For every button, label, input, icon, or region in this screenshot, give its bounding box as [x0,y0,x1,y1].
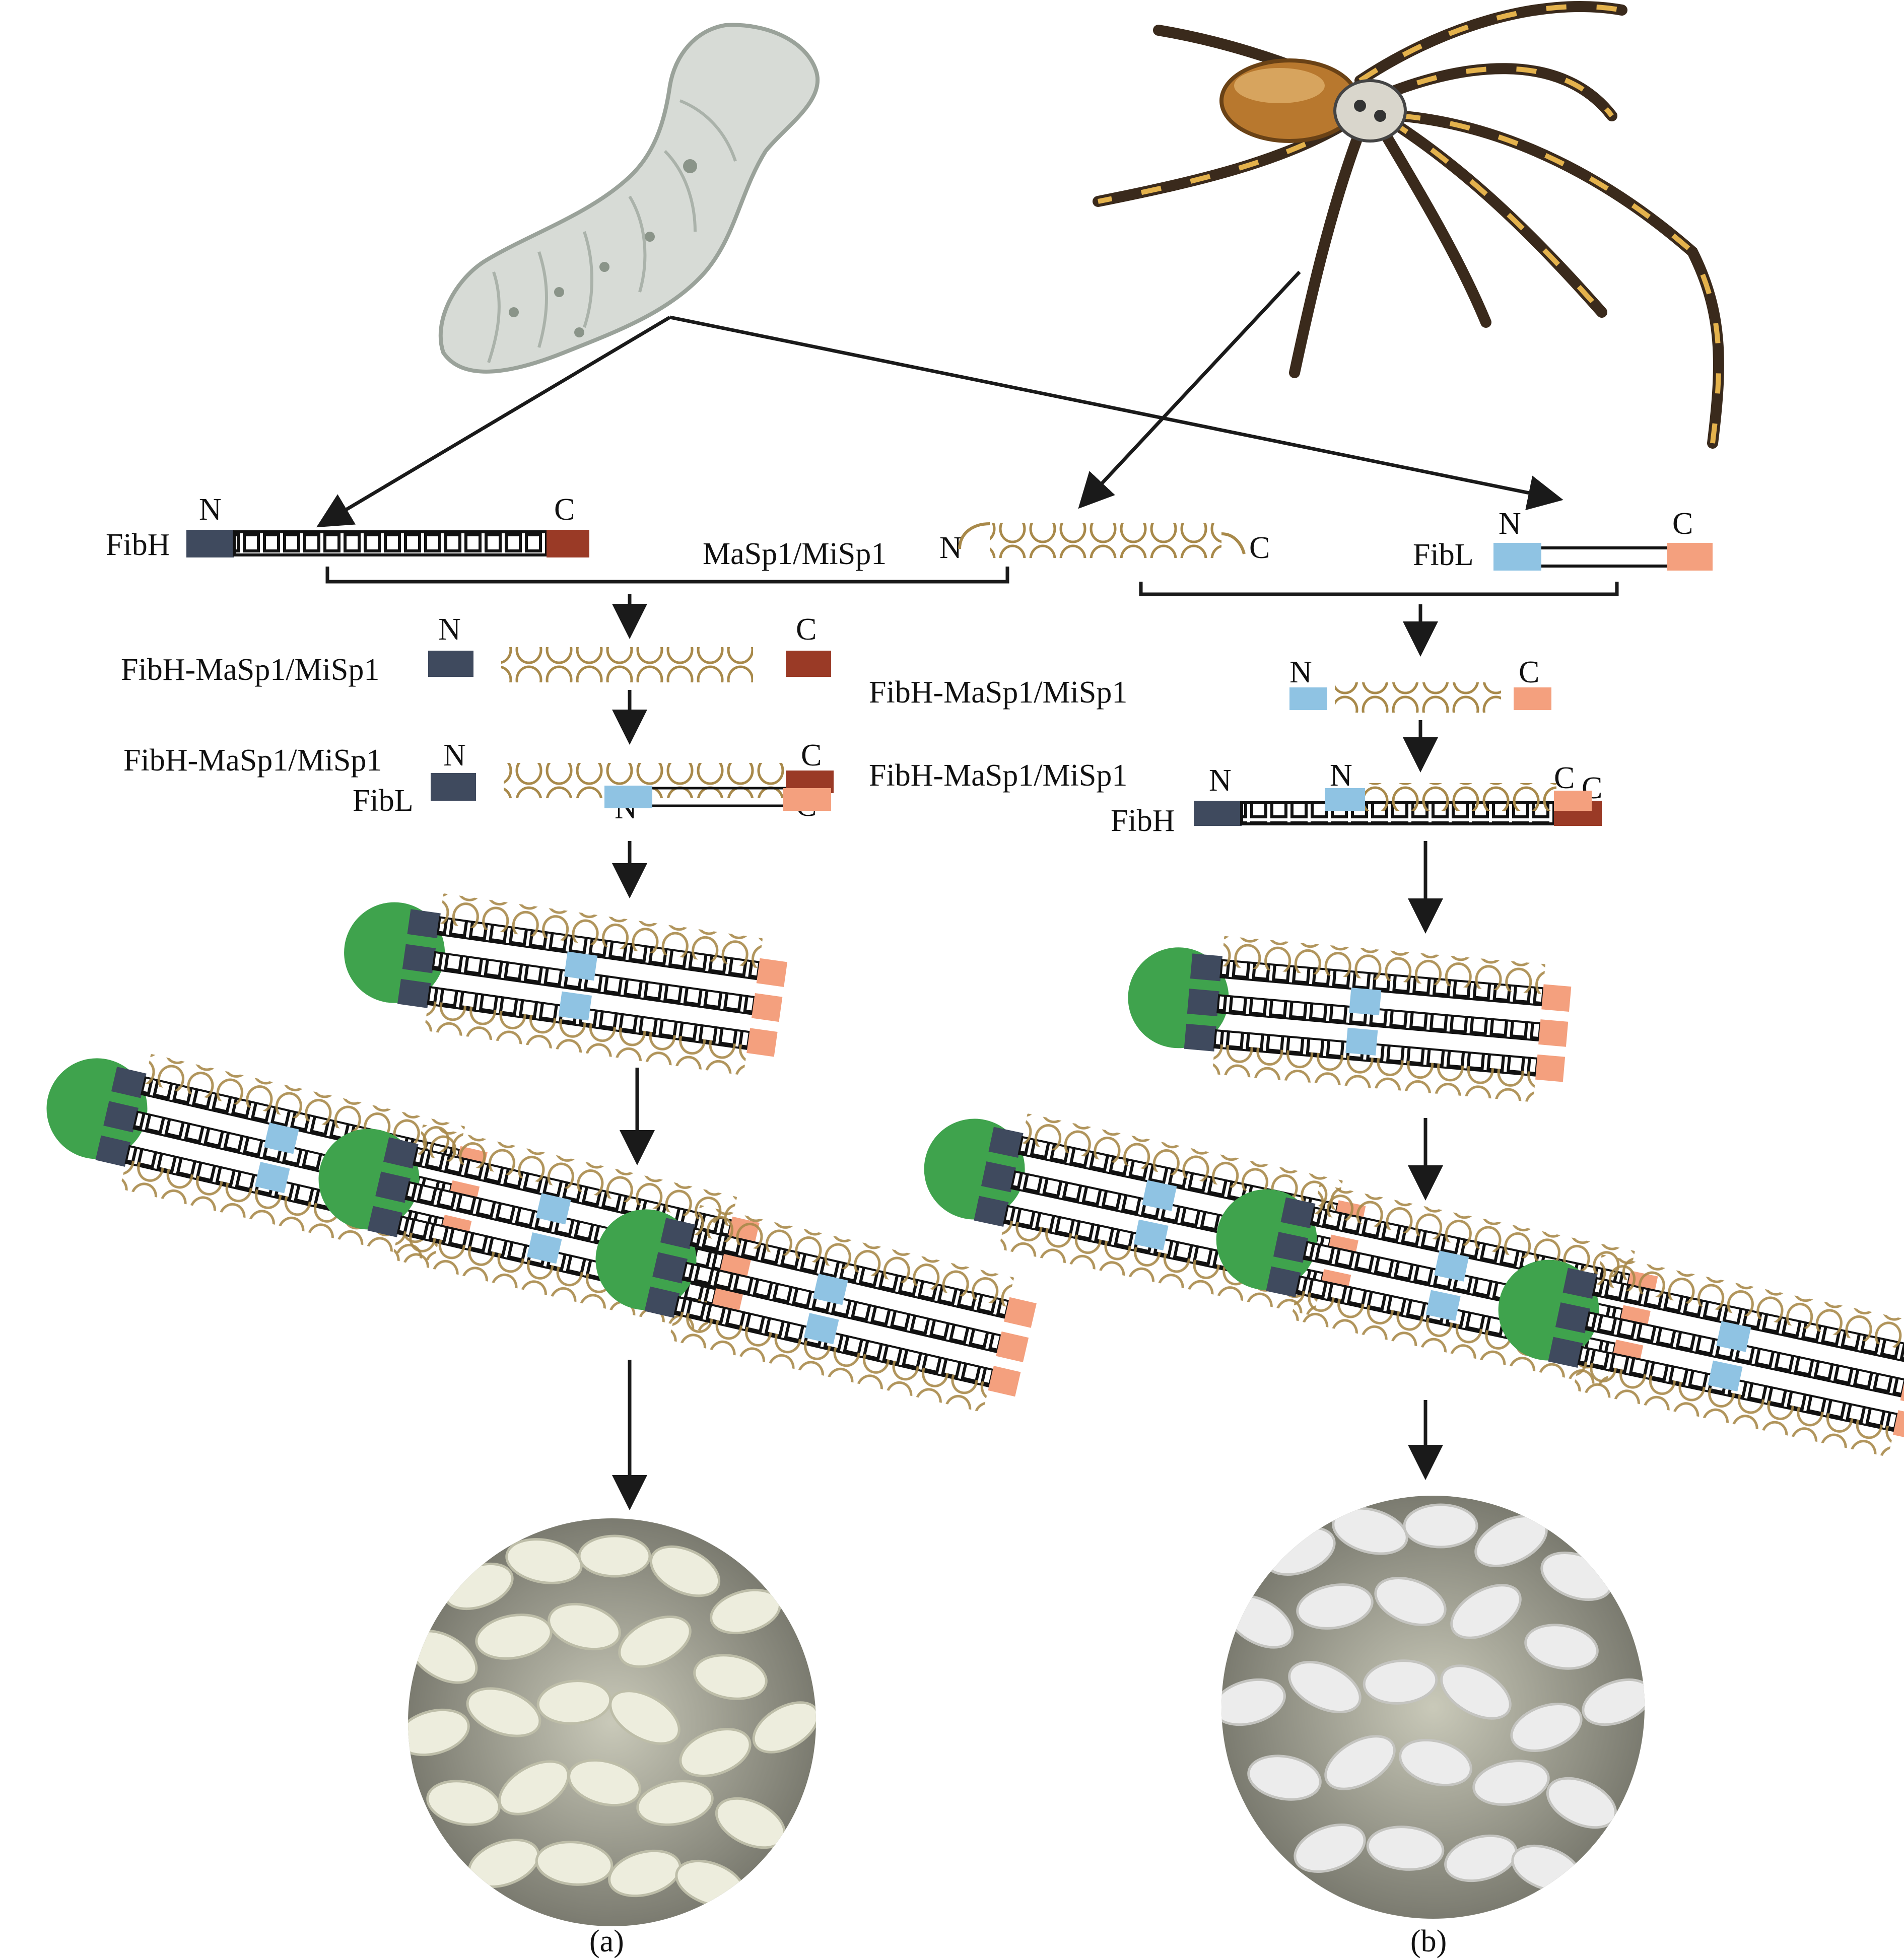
fusion-a-n: N [438,612,461,647]
cocoon-photo-a [408,1518,816,1926]
spidroin-label: MaSp1/MiSp1 [703,537,887,571]
fibh-short-label: FibH [1111,804,1175,838]
panel-a-label: (a) [589,1924,624,1958]
cocoon-photo-b [1221,1496,1645,1919]
assembly-b-small [1122,928,1573,1104]
panel-b-label: (b) [1410,1924,1447,1958]
silkworm-icon [438,23,820,374]
fusion-b2-c: C [1554,761,1575,795]
fibh-c-label: C [554,493,575,527]
fibl-c-label: C [1672,507,1693,541]
fusion-b2-n: N [1330,758,1352,793]
assembly-a-small [334,881,790,1079]
fibl-short-label: FibL [353,784,414,818]
fusion-b2-fibh-n: N [1209,763,1232,798]
fusion-a-label-2: FibH-MaSp1/MiSp1 [123,743,382,778]
fibh-label: FibH [106,528,170,562]
fusion-brackets [325,567,1619,596]
fibl-protein: FibL N C [1413,507,1713,572]
fusion-b-n: N [1289,655,1312,689]
assembly-a-large [31,1033,1041,1419]
fibh-protein: FibH N C [106,493,589,562]
column-a: FibH-MaSp1/MiSp1 N C FibH-MaSp1/MiSp1 Fi… [31,594,1041,1958]
column-b: FibH-MaSp1/MiSp1 N C FibH-MaSp1/MiSp1 Fi… [869,604,1904,1958]
spidroin-protein: MaSp1/MiSp1 N C [703,522,1270,571]
fusion-a2-c: C [801,738,822,773]
fibh-n-label: N [199,493,222,527]
fibl-label: FibL [1413,538,1474,572]
spidroin-c-label: C [1249,531,1270,565]
source-arrows [316,270,1563,528]
fibl-n-label: N [1499,507,1521,541]
fusion-a-c: C [796,612,817,647]
fusion-b-label-2: FibH-MaSp1/MiSp1 [869,758,1127,793]
fusion-a2-n: N [443,738,466,773]
fusion-b-c: C [1519,655,1539,689]
fusion-a-label: FibH-MaSp1/MiSp1 [121,653,379,687]
fusion-b-label: FibH-MaSp1/MiSp1 [869,675,1127,710]
spider-icon [1093,1,1724,449]
assembly-b-large [910,1095,1904,1463]
